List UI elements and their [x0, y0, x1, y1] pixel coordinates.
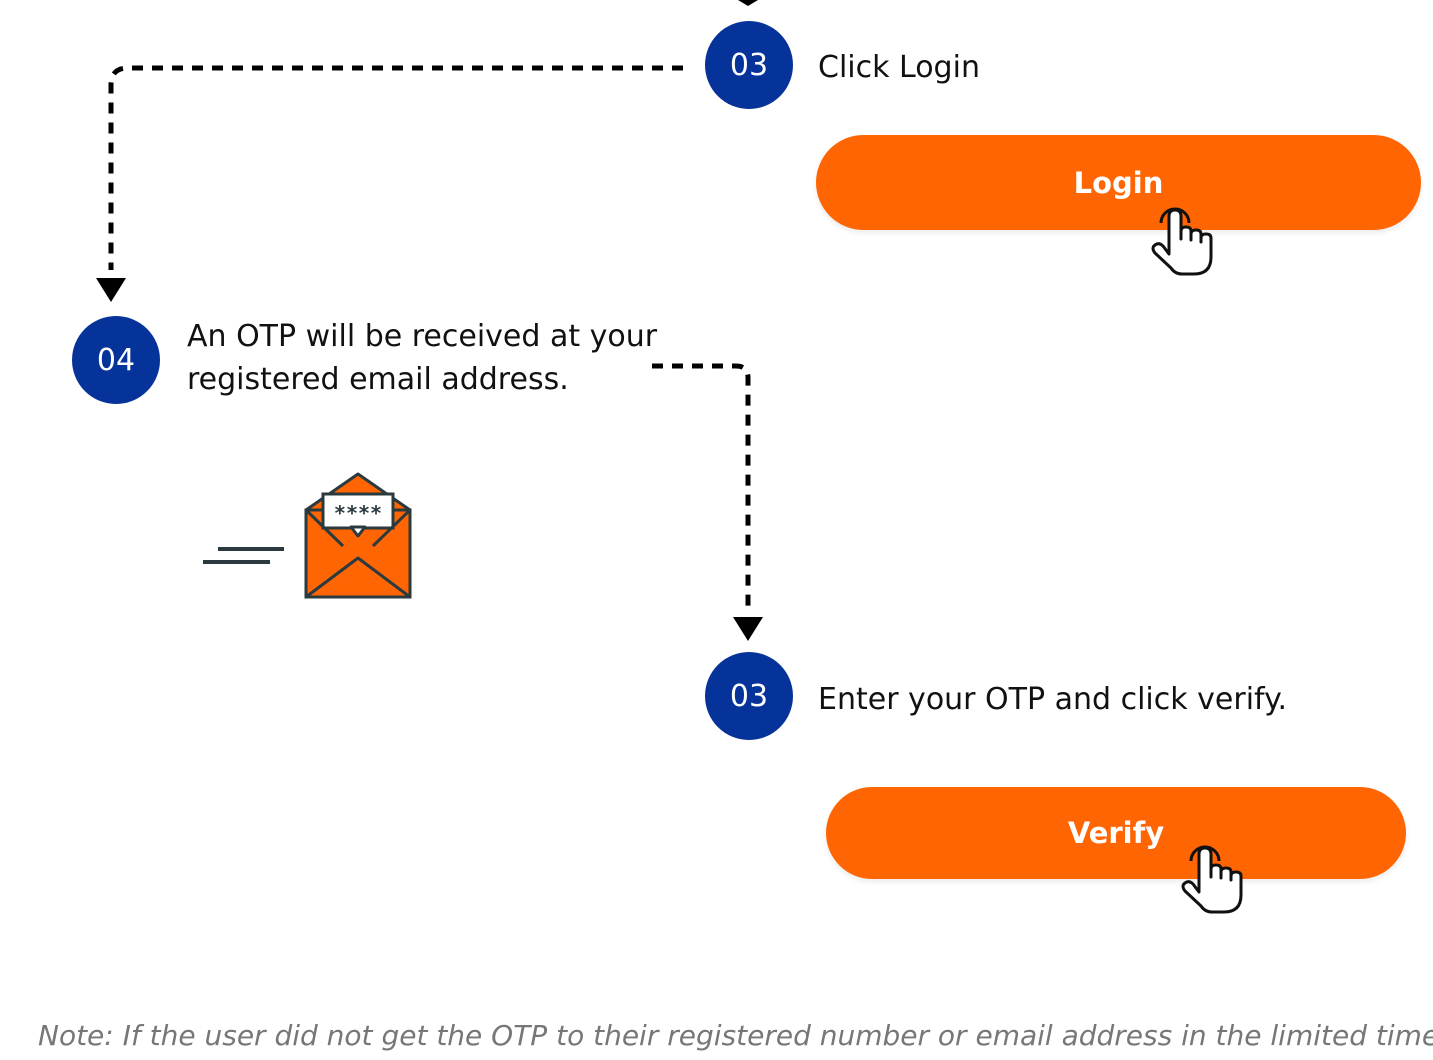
step-instruction-line2: registered email address.	[187, 362, 569, 397]
step-instruction: Enter your OTP and click verify.	[818, 682, 1288, 717]
connector-step3-to-step4	[108, 65, 683, 270]
step-instruction: An OTP will be received at your register…	[187, 315, 657, 401]
step-number-circle: 03	[705, 21, 793, 109]
step-number: 03	[729, 678, 769, 714]
envelope-icon: ****	[203, 472, 412, 599]
step-number: 03	[729, 47, 769, 83]
top-arrowhead	[738, 0, 758, 6]
connector-step4-to-step3b	[652, 363, 751, 610]
login-button[interactable]: Login	[816, 135, 1421, 230]
verify-button-label: Verify	[1067, 816, 1165, 850]
arrowhead-to-step3b	[733, 617, 763, 641]
step-number: 04	[96, 342, 136, 378]
login-button-label: Login	[1073, 165, 1164, 200]
note-text: Note: If the user did not get the OTP to…	[38, 1019, 1433, 1052]
step-number-circle: 04	[72, 316, 160, 404]
step-number-circle: 03	[705, 652, 793, 740]
hand-pointer-icon	[1181, 845, 1243, 914]
hand-pointer-icon	[1151, 207, 1213, 276]
step-instruction-line1: An OTP will be received at your	[187, 319, 658, 354]
step-instruction: Click Login	[818, 50, 980, 85]
arrowhead-to-step4	[96, 278, 126, 302]
otp-mask: ****	[334, 501, 382, 525]
verify-button[interactable]: Verify	[826, 787, 1406, 879]
